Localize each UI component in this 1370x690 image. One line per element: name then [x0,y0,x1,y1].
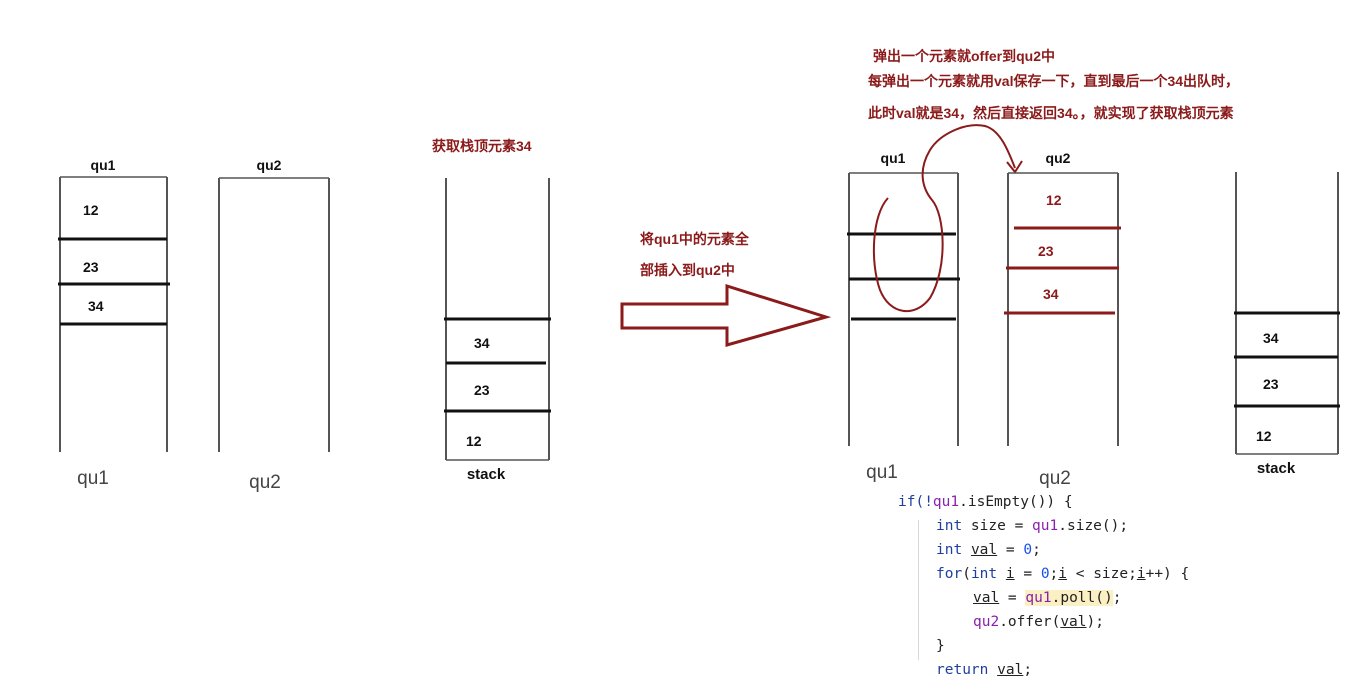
indent-guide [918,520,919,660]
code-token: 0 [1040,566,1050,582]
code-snippet: if(!qu1.isEmpty()) { int size = qu1.size… [898,490,1358,685]
code-token: < size; [1067,566,1137,582]
right-qu2-item: 12 [1046,192,1062,208]
left-qu1-item: 34 [88,298,104,314]
code-token: qu1 [932,494,960,510]
code-line: qu2.offer(val); [973,610,1104,634]
annotation-line: 每弹出一个元素就用val保存一下，直到最后一个34出队时， [868,73,1239,89]
code-token: val [1060,614,1087,630]
right-qu1-bottom-label: qu1 [866,462,898,483]
code-token [988,662,997,678]
code-token: ); [1086,614,1104,630]
right-stack: 34 23 12 stack [1234,172,1340,477]
code-line: for(int i = 0;i < size;i++) { [936,562,1189,586]
code-token: i [1136,566,1146,582]
right-stack-item: 23 [1263,376,1279,392]
circle-annotation-curve [872,124,1016,313]
code-token: val [997,662,1024,678]
code-line: if(!qu1.isEmpty()) { [898,490,1073,514]
code-token: ; [1112,590,1122,606]
right-qu2-top-label: qu2 [1046,150,1071,166]
right-stack-item: 12 [1256,428,1272,444]
code-token: ; [1032,542,1041,558]
code-token: qu2 [973,614,1000,630]
code-token: int [936,518,963,534]
left-qu1-top-label: qu1 [91,157,116,173]
code-token: ( [962,566,971,582]
code-line: } [936,634,945,658]
code-token: 0 [1023,542,1033,558]
code-token: return [936,662,989,678]
left-stack-bottom-label: stack [467,466,506,483]
code-token: .size(); [1058,518,1129,534]
code-token: = [1014,566,1041,582]
arrow-caption: 将qu1中的元素全 [640,231,750,247]
code-token: ; [1023,662,1033,678]
code-token: val [970,542,998,558]
code-token: .isEmpty()) { [959,494,1073,510]
code-token: = [999,590,1026,606]
right-qu2-item: 34 [1043,286,1059,302]
right-stack-bottom-label: stack [1257,460,1296,477]
code-token: i [1058,566,1068,582]
code-token: ++) { [1145,566,1190,582]
left-stack: 获取栈顶元素34 34 23 12 stack [432,138,551,483]
code-line: int size = qu1.size(); [936,514,1128,538]
right-qu2-bottom-label: qu2 [1039,468,1071,489]
code-token: int [936,542,963,558]
code-token [997,566,1006,582]
code-token [962,542,971,558]
code-line: int val = 0; [936,538,1041,562]
annotation-line: 弹出一个元素就offer到qu2中 [873,48,1055,64]
left-stack-item: 12 [466,433,482,449]
right-stack-item: 34 [1263,330,1279,346]
code-token: if(! [898,494,933,510]
code-token: .offer( [999,614,1061,630]
left-qu2-bottom-label: qu2 [249,472,281,493]
right-arrow-icon [620,283,832,347]
code-token: for [936,566,963,582]
code-line: return val; [936,658,1032,682]
code-token: .poll() [1051,590,1113,606]
annotation-line: 此时val就是34，然后直接返回34。，就实现了获取栈顶元素 [868,105,1234,121]
right-annotation: 弹出一个元素就offer到qu2中 每弹出一个元素就用val保存一下，直到最后一… [868,48,1239,121]
right-qu1-queue: qu1 qu1 [847,124,1023,483]
transfer-arrow: 将qu1中的元素全 部插入到qu2中 [620,231,832,347]
code-token: ; [1049,566,1059,582]
arrowhead-icon [1006,160,1023,174]
left-stack-item: 23 [474,382,490,398]
code-token: i [1005,566,1015,582]
code-token: qu1 [1025,590,1052,606]
left-qu2-queue: qu2 qu2 [218,157,330,493]
left-qu2-top-label: qu2 [257,157,282,173]
left-qu1-item: 23 [83,259,99,275]
code-token: qu1 [1032,518,1059,534]
left-qu1-bottom-label: qu1 [77,468,109,489]
right-qu2-queue: qu2 12 23 34 qu2 [1004,150,1121,489]
code-token: int [970,566,998,582]
code-token: } [936,638,945,654]
left-stack-title: 获取栈顶元素34 [432,138,532,154]
code-line: val = qu1.poll(); [973,586,1121,610]
code-token: size = [962,518,1033,534]
code-token: = [997,542,1024,558]
arrow-caption: 部插入到qu2中 [640,262,735,278]
code-token: val [973,590,1000,606]
left-qu1-item: 12 [83,202,99,218]
left-qu1-queue: qu1 12 23 34 qu1 [58,157,170,489]
right-qu2-item: 23 [1038,243,1054,259]
left-stack-item: 34 [474,335,490,351]
right-qu1-top-label: qu1 [881,150,906,166]
